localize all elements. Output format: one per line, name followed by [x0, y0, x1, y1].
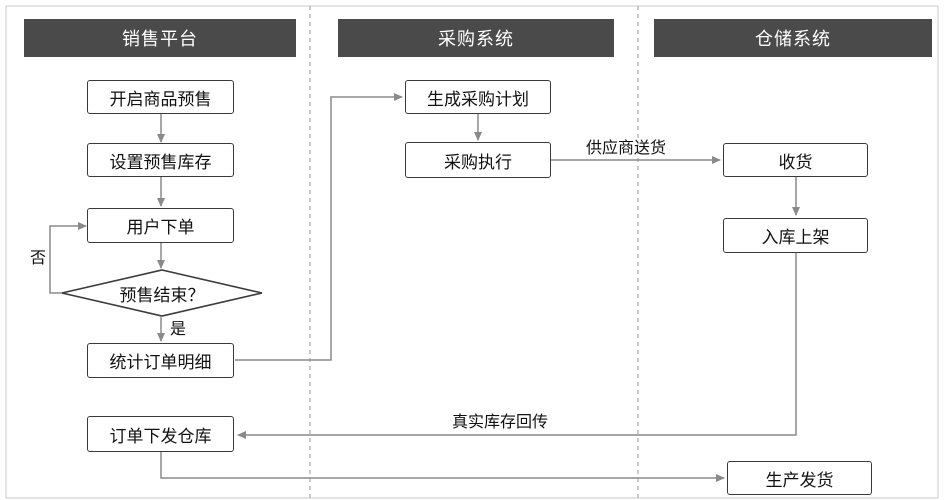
lane-header-warehouse: 仓储系统 — [654, 19, 932, 57]
lane-header-sales: 销售平台 — [24, 19, 296, 57]
edge-decision-no — [49, 222, 87, 294]
node-shelve: 入库上架 — [723, 218, 868, 253]
edge-label-stock-return: 真实库存回传 — [452, 412, 549, 431]
edge-shelve-to-dispatch — [237, 253, 797, 439]
edge-dispatch-to-ship — [160, 452, 725, 482]
outer-frame — [5, 5, 939, 499]
edge-label-yes: 是 — [170, 319, 187, 338]
node-presale-end: 预售结束？ — [119, 285, 205, 306]
edge-label-supplier-delivery: 供应商送货 — [586, 138, 667, 157]
node-open-presale: 开启商品预售 — [87, 80, 234, 114]
lane-header-purchase: 采购系统 — [338, 19, 614, 57]
decision-diamond — [61, 269, 263, 317]
node-user-order: 用户下单 — [87, 208, 234, 243]
node-set-stock: 设置预售库存 — [87, 143, 234, 177]
node-receive: 收货 — [723, 143, 868, 177]
node-ship: 生产发货 — [727, 461, 872, 495]
node-gen-purchase-plan: 生成采购计划 — [405, 80, 551, 114]
node-order-to-warehouse: 订单下发仓库 — [87, 416, 234, 452]
node-order-detail: 统计订单明细 — [87, 343, 234, 378]
node-purchase-exec: 采购执行 — [405, 142, 551, 178]
edge-label-no: 否 — [30, 248, 47, 267]
edge-detail-to-plan — [235, 93, 403, 361]
